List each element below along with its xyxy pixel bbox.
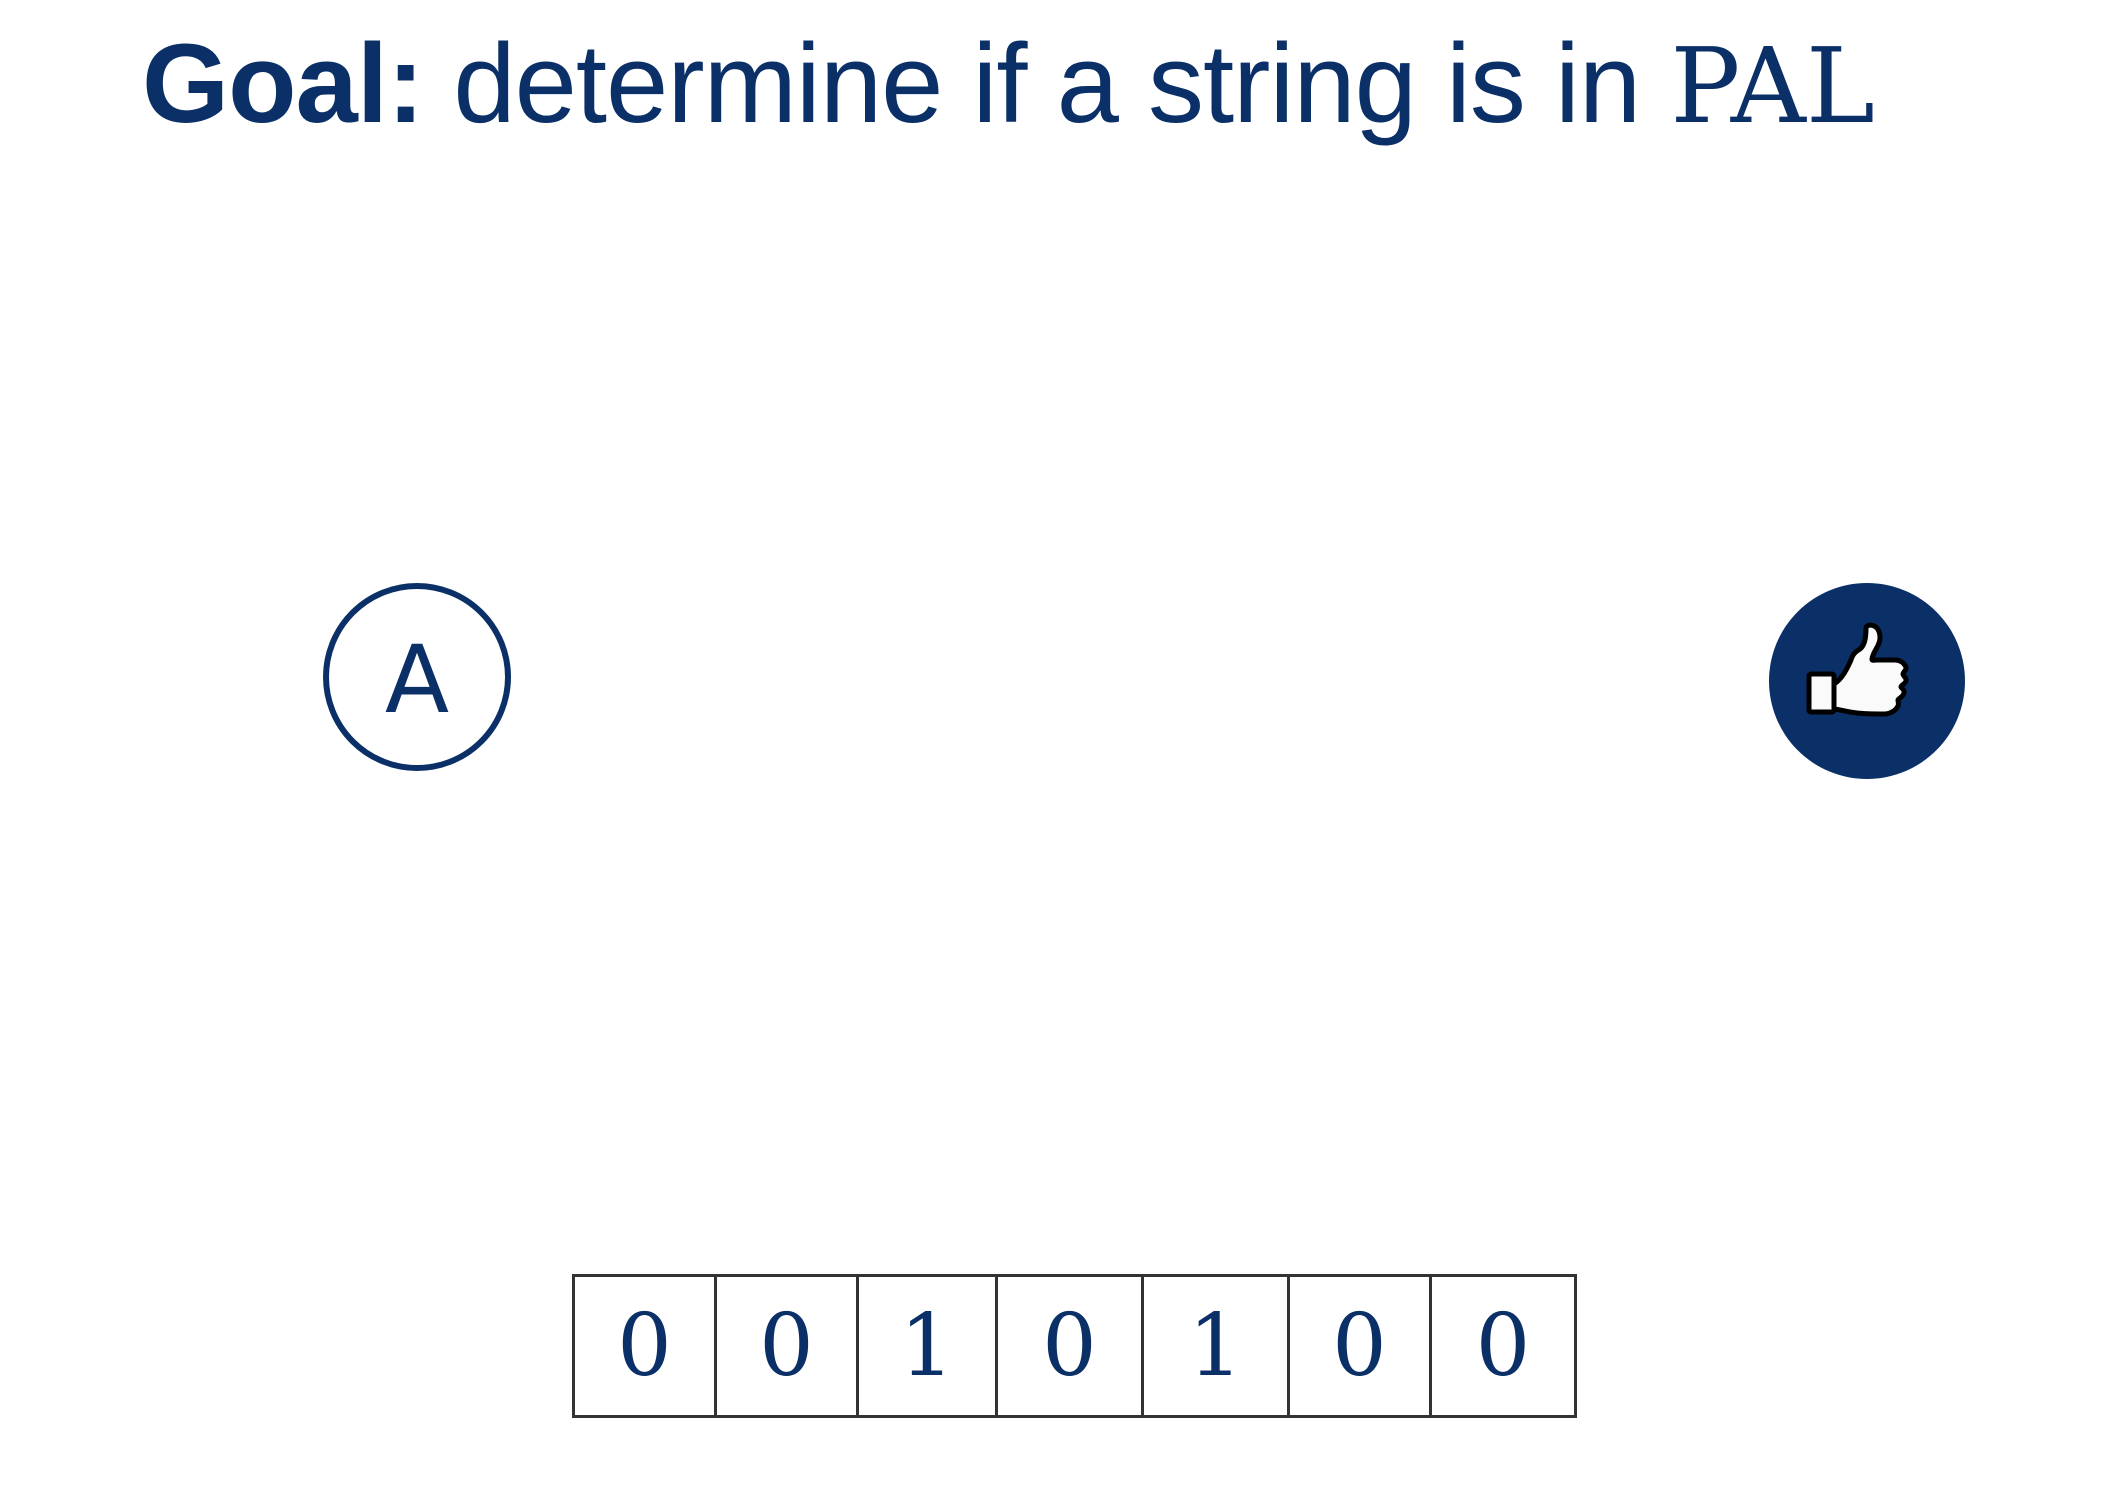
goal-title: Goal: determine if a string is in PAL (142, 22, 1875, 145)
goal-text: determine if a string is in (423, 21, 1671, 146)
thumbs-up-icon (1806, 622, 1909, 717)
state-node-a: A (323, 583, 511, 771)
tape-cell: 0 (717, 1277, 859, 1415)
tape-cell: 0 (1475, 1296, 1531, 1396)
state-label: A (384, 626, 450, 735)
accept-node (1769, 583, 1965, 779)
goal-label: Goal: (142, 21, 424, 146)
language-name: PAL (1670, 25, 1875, 147)
tape-cell: 0 (998, 1277, 1144, 1415)
tape-cell: 1 (859, 1277, 998, 1415)
tape-cell: 0 (1290, 1277, 1432, 1415)
tape-cell: 1 (1144, 1277, 1290, 1415)
tape-cell: 0 (575, 1277, 717, 1415)
